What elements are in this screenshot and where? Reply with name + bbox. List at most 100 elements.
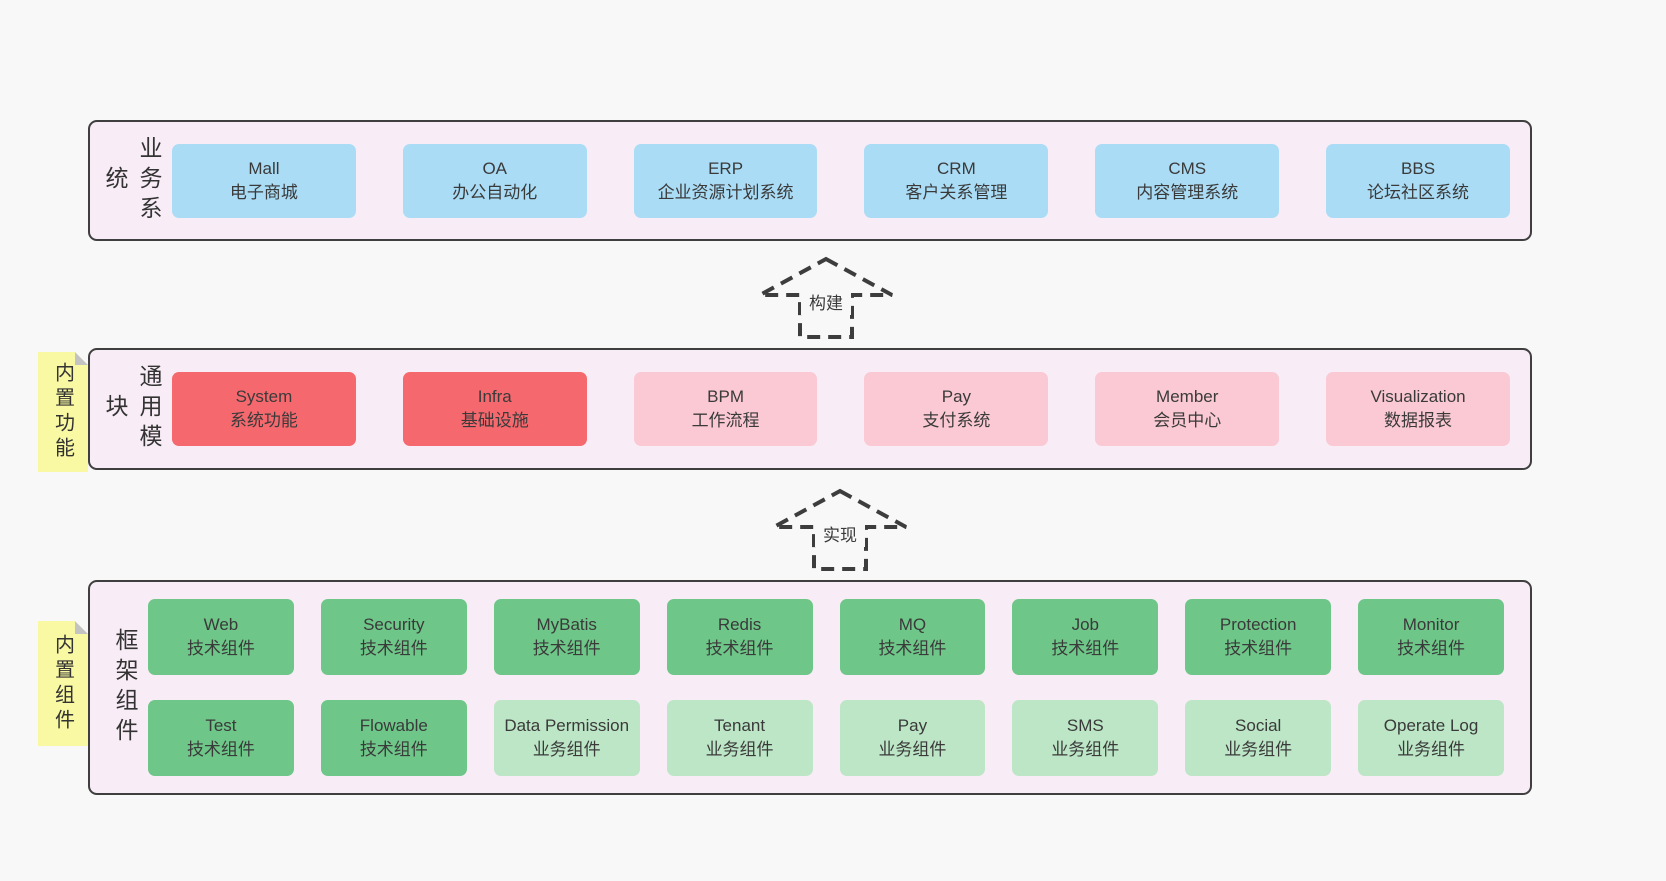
node-name: Web [203,615,239,634]
node-name: CRM [937,158,976,178]
block-arrow-up-icon [759,256,893,339]
node-flowable: Flowable 技术组件 [320,700,467,776]
node-erp: ERP 企业资源计划系统 [633,143,818,218]
tag-built-in-components: 内置组件 [38,621,88,746]
node-name: Member [1156,387,1219,406]
node-desc: 内容管理系统 [1136,182,1239,202]
node-desc: 系统功能 [229,411,298,430]
node-desc: 业务组件 [1397,740,1466,759]
node-name: BPM [707,387,744,406]
node-infra: Infra 基础设施 [402,372,587,446]
node-desc: 支付系统 [922,411,991,430]
node-test: Test 技术组件 [148,700,294,776]
arrow-build-label: 构建 [809,294,843,313]
node-social: Social 业务组件 [1185,700,1332,776]
node-oa: OA 办公自动化 [402,143,587,218]
node-name: Visualization [1370,387,1466,406]
node-desc: 数据报表 [1384,411,1453,430]
node-name: Mall [248,158,280,178]
node-name: ERP [708,158,744,178]
node-name: Pay [897,716,928,735]
arrow-build: 构建 [759,256,893,339]
node-desc: 技术组件 [532,639,601,658]
tag-built-in-components-label: 内置组件 [51,633,74,734]
node-desc: 办公自动化 [452,182,538,202]
node-job: Job 技术组件 [1012,599,1159,675]
node-desc: 电子商城 [229,182,298,202]
node-pay-module: Pay 支付系统 [864,372,1049,446]
node-desc: 业务组件 [532,740,601,759]
node-name: Security [363,615,425,634]
sticky-note-fold-icon [75,621,88,634]
node-name: Protection [1219,615,1297,634]
node-name: Pay [941,387,972,406]
node-desc: 会员中心 [1153,411,1222,430]
node-mq: MQ 技术组件 [839,599,986,675]
node-name: SMS [1066,716,1104,735]
node-desc: 企业资源计划系统 [657,182,794,202]
node-desc: 技术组件 [1224,639,1293,658]
node-name: Data Permission [504,716,630,735]
node-crm: CRM 客户关系管理 [864,143,1049,218]
layer-business-systems: 业务系统 Mall 电子商城 OA 办公自动化 ERP 企业资源计划系统 CRM… [88,120,1532,241]
sticky-note-fold-icon [75,352,88,365]
node-member: Member 会员中心 [1095,372,1280,446]
node-desc: 技术组件 [359,740,428,759]
node-name: System [235,387,293,406]
node-desc: 业务组件 [1224,740,1293,759]
arrow-implement: 实现 [773,488,907,571]
node-sms: SMS 业务组件 [1012,700,1159,776]
node-monitor: Monitor 技术组件 [1358,599,1504,675]
node-name: MyBatis [536,615,597,634]
node-system: System 系统功能 [172,372,356,446]
node-name: CMS [1168,158,1207,178]
node-web: Web 技术组件 [148,599,294,675]
node-desc: 工作流程 [691,411,760,430]
layer-business-systems-label: 业务系统 [102,135,162,226]
common-modules-boxes: System 系统功能 Infra 基础设施 BPM 工作流程 Pay 支付系统… [166,372,1530,446]
arrow-implement-label: 实现 [823,526,857,545]
node-name: BBS [1401,158,1436,178]
node-cms: CMS 内容管理系统 [1095,143,1280,218]
arrow-label-bg [801,289,851,315]
arrow-label-bg [815,521,865,547]
node-name: Redis [717,615,762,634]
node-bbs: BBS 论坛社区系统 [1326,143,1510,218]
layer-framework-components-label: 框架组件 [112,627,138,748]
business-systems-boxes: Mall 电子商城 OA 办公自动化 ERP 企业资源计划系统 CRM 客户关系… [166,143,1530,218]
node-security: Security 技术组件 [320,599,467,675]
node-desc: 论坛社区系统 [1367,182,1470,202]
node-desc: 技术组件 [1397,639,1466,658]
node-protection: Protection 技术组件 [1185,599,1332,675]
node-desc: 客户关系管理 [905,182,1008,202]
node-name: Social [1235,716,1282,735]
node-name: Test [205,716,237,735]
node-name: Tenant [714,716,766,735]
node-desc: 基础设施 [460,411,529,430]
node-mall: Mall 电子商城 [172,143,356,218]
node-desc: 技术组件 [186,740,255,759]
node-visualization: Visualization 数据报表 [1326,372,1510,446]
node-desc: 业务组件 [1051,740,1120,759]
layer-framework-components: 框架组件 Web 技术组件 Security 技术组件 MyBatis 技术组件… [88,580,1532,795]
block-arrow-up-icon [773,488,907,571]
node-pay-component: Pay 业务组件 [839,700,986,776]
node-name: MQ [898,615,927,634]
node-desc: 技术组件 [1051,639,1120,658]
node-bpm: BPM 工作流程 [633,372,818,446]
node-operate-log: Operate Log 业务组件 [1358,700,1504,776]
node-redis: Redis 技术组件 [666,599,813,675]
node-desc: 技术组件 [186,639,255,658]
layer-common-modules: 通用模块 System 系统功能 Infra 基础设施 BPM 工作流程 Pay… [88,348,1532,470]
tag-built-in-features-label: 内置功能 [51,362,74,462]
framework-components-grid: Web 技术组件 Security 技术组件 MyBatis 技术组件 Redi… [142,599,1530,776]
node-name: Job [1071,615,1100,634]
node-desc: 业务组件 [878,740,947,759]
node-name: Operate Log [1383,716,1479,735]
node-name: Flowable [359,716,428,735]
node-desc: 技术组件 [878,639,947,658]
node-desc: 业务组件 [705,740,774,759]
node-desc: 技术组件 [359,639,428,658]
node-name: Infra [477,387,512,406]
node-data-permission: Data Permission 业务组件 [493,700,640,776]
